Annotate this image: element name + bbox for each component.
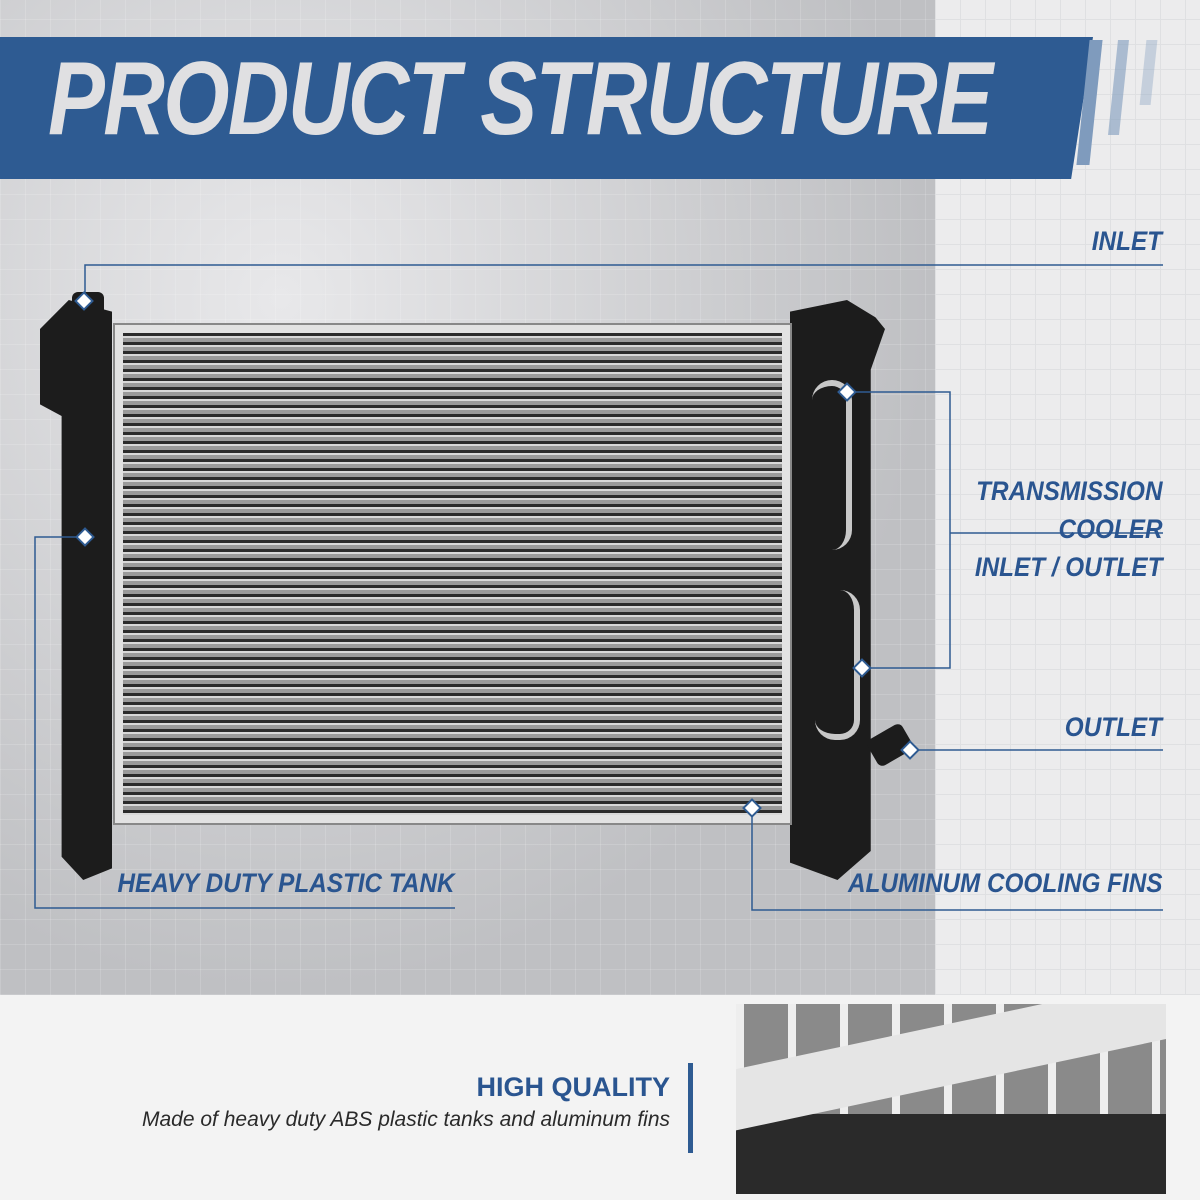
callout-line: TRANSMISSION <box>975 476 1162 506</box>
callout-lines <box>34 264 1163 911</box>
page-title: PRODUCT STRUCTURE <box>48 41 993 157</box>
callout-plastic-tank: HEAVY DUTY PLASTIC TANK <box>117 868 455 898</box>
feature-title: HIGH QUALITY <box>476 1072 671 1102</box>
fin-closeup-image <box>736 1004 1166 1194</box>
accent-bar <box>688 1063 693 1153</box>
callout-inlet: INLET <box>1091 226 1162 256</box>
callout-line: COOLER <box>1058 514 1162 544</box>
callout-line: INLET / OUTLET <box>974 552 1162 582</box>
callout-cooling-fins: ALUMINUM COOLING FINS <box>847 868 1162 898</box>
feature-description: Made of heavy duty ABS plastic tanks and… <box>142 1108 670 1131</box>
title-banner <box>0 37 1093 179</box>
aluminum-core <box>115 325 790 823</box>
callout-outlet: OUTLET <box>1064 712 1162 742</box>
cooler-pipe <box>812 380 852 550</box>
callout-transmission-cooler: TRANSMISSION COOLER INLET / OUTLET <box>974 472 1162 586</box>
